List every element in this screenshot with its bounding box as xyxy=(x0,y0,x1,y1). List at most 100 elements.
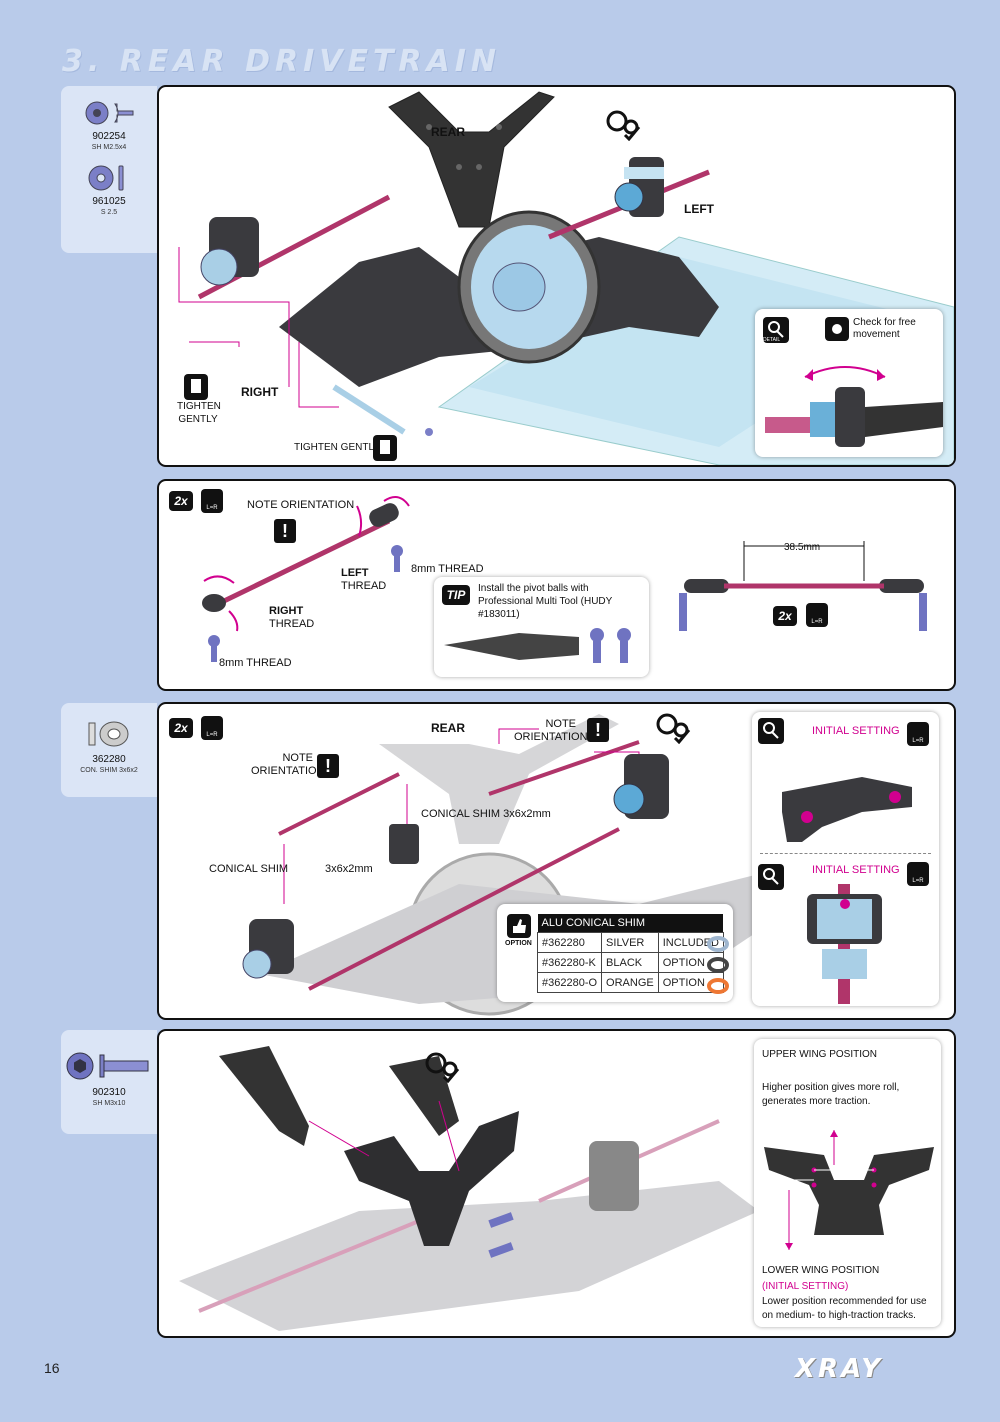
rear-wing-mount-illustration xyxy=(179,1046,759,1331)
conical-shim-icon xyxy=(88,721,129,747)
step-panel-2: 2x L=R NOTE ORIENTATION ! 8mm THREAD LEF… xyxy=(157,479,956,691)
part-code: 362280 xyxy=(92,754,126,765)
table-row: #362280 SILVER INCLUDED xyxy=(536,932,724,953)
table-cell: #362280-O xyxy=(536,972,603,993)
parts-bin-step3: 362280 CON. SHIM 3x6x2 xyxy=(61,703,157,797)
detail-magnifier-icon xyxy=(758,718,784,744)
rear-label: REAR xyxy=(431,125,466,139)
thread-bottom-label: 8mm THREAD xyxy=(219,657,292,669)
step-panel-4: UPPER WING POSITION Higher position give… xyxy=(157,1029,956,1338)
tip-text: Install the pivot balls with Professiona… xyxy=(478,583,613,620)
initial-setting-detail-box: INITIAL SETTING L=R INITIAL SETTING L=R xyxy=(752,712,939,1006)
warning-icon: ! xyxy=(587,718,609,742)
table-cell: ORANGE xyxy=(601,972,659,993)
part-code: 902310 xyxy=(92,1087,126,1098)
page-title: 3. REAR DRIVETRAIN xyxy=(62,44,501,79)
detail-magnifier-icon xyxy=(758,864,784,890)
count-badge: 2x xyxy=(169,718,193,738)
page-number: 16 xyxy=(44,1360,60,1376)
table-cell: SILVER xyxy=(601,932,659,953)
left-right-icon: L=R xyxy=(806,603,828,627)
step-panel-3: 2x L=R REAR NOTE ORIENTATION ! NOTE ORIE… xyxy=(157,702,956,1020)
left-label: LEFT xyxy=(341,567,369,579)
left-label: LEFT xyxy=(684,202,714,216)
wing-position-box: UPPER WING POSITION Higher position give… xyxy=(754,1039,941,1327)
conical-shim-top-label: CONICAL SHIM 3x6x2mm xyxy=(421,808,551,820)
silver-shim-swatch xyxy=(707,936,729,952)
note-orientation-label: NOTE ORIENTATION xyxy=(251,752,325,777)
shim-color-swatches xyxy=(707,936,729,994)
left-right-icon: L=R xyxy=(907,862,929,886)
orange-shim-swatch xyxy=(707,978,729,994)
table-row: #362280-K BLACK OPTION xyxy=(536,952,724,973)
step-panel-1: REAR LEFT RIGHT TIGHTEN GENTLY TIGHTEN G… xyxy=(157,85,956,467)
tip-box: TIP Install the pivot balls with Profess… xyxy=(434,577,649,677)
option-box: OPTION ALU CONICAL SHIM #362280 SILVER I… xyxy=(497,904,733,1002)
multi-tool-illustration xyxy=(444,628,631,663)
thumbs-up-icon xyxy=(507,914,531,938)
right-label: RIGHT xyxy=(241,385,279,399)
assembled-turnbuckle-illustration xyxy=(679,541,927,631)
rotate-hand-icon xyxy=(825,317,849,341)
left-right-icon: L=R xyxy=(201,716,223,740)
table-row: #362280-O ORANGE OPTION xyxy=(536,972,724,993)
count-badge: 2x xyxy=(773,606,797,626)
check-free-movement-label: Check for free movement xyxy=(853,317,916,340)
left-right-label: L=R xyxy=(206,505,218,511)
brand-logo: XRAY xyxy=(795,1354,884,1384)
right-label: RIGHT xyxy=(269,605,304,617)
left-right-label: L=R xyxy=(912,738,924,744)
table-cell: #362280 xyxy=(536,932,603,953)
check-gear-icon xyxy=(606,110,641,141)
table-cell: #362280-K xyxy=(536,952,603,973)
rear-label: REAR xyxy=(431,721,466,735)
part-desc: SH M3x10 xyxy=(92,1100,126,1107)
part-code: 961025 xyxy=(92,196,126,207)
left-thread-label: THREAD xyxy=(341,580,387,592)
left-right-label: L=R xyxy=(912,878,924,884)
table-cell: OPTION xyxy=(657,952,724,973)
wing-mount-plate-illustration xyxy=(764,1130,934,1250)
check-gear-icon xyxy=(656,713,691,744)
warning-icon: ! xyxy=(274,519,296,543)
parts-bin-step1: 902254 SH M2.5x4 961025 S 2.5 xyxy=(61,86,157,253)
hex-screw-icon xyxy=(66,1052,149,1080)
conical-shim-options-table: ALU CONICAL SHIM #362280 SILVER INCLUDED… xyxy=(536,914,724,993)
table-header: ALU CONICAL SHIM xyxy=(537,914,724,933)
lower-wing-subtitle: (INITIAL SETTING) xyxy=(762,1281,849,1292)
lower-wing-text: Lower position recommended for use on me… xyxy=(762,1296,927,1321)
detail-box-free-movement: DETAIL Check for free movement xyxy=(755,309,943,457)
detail-label: DETAIL xyxy=(763,337,781,343)
upper-link-mount-illustration xyxy=(782,777,912,842)
tighten-gently-label: TIGHTEN GENTLY xyxy=(177,401,221,425)
black-shim-swatch xyxy=(707,957,729,973)
warning-icon: ! xyxy=(317,754,339,778)
conical-shim-left-size: 3x6x2mm xyxy=(325,863,373,875)
lower-wing-title: LOWER WING POSITION xyxy=(762,1265,880,1276)
detail-illustration xyxy=(765,366,943,447)
note-orientation-label: NOTE ORIENTATION xyxy=(247,499,355,511)
washer-icon xyxy=(88,165,124,191)
dimension-label: 38.5mm xyxy=(784,542,821,553)
tighten-gently-icon xyxy=(184,374,208,400)
tighten-gently-label: TIGHTEN GENTLY xyxy=(294,442,380,453)
parts-bin-step4: 902310 SH M3x10 xyxy=(61,1030,157,1134)
left-right-icon: L=R xyxy=(907,722,929,746)
left-right-label: L=R xyxy=(206,732,218,738)
initial-setting-label: INITIAL SETTING xyxy=(812,864,900,876)
upper-wing-text: Higher position gives more roll, generat… xyxy=(762,1082,900,1107)
hub-shim-illustration xyxy=(807,884,882,1004)
thread-top-label: 8mm THREAD xyxy=(411,563,484,575)
turnbuckle-exploded-illustration xyxy=(202,496,410,662)
tighten-gently-icon xyxy=(373,435,397,461)
part-desc: SH M2.5x4 xyxy=(91,144,127,151)
divider xyxy=(760,853,931,854)
part-desc: CON. SHIM 3x6x2 xyxy=(80,767,138,774)
count-badge: 2x xyxy=(169,491,193,511)
detail-magnifier-icon xyxy=(763,317,789,343)
left-right-icon: L=R xyxy=(201,489,223,513)
left-right-label: L=R xyxy=(811,619,823,625)
right-thread-label: THREAD xyxy=(269,618,315,630)
upper-wing-title: UPPER WING POSITION xyxy=(762,1049,878,1060)
conical-shim-left-label: CONICAL SHIM xyxy=(209,863,289,875)
